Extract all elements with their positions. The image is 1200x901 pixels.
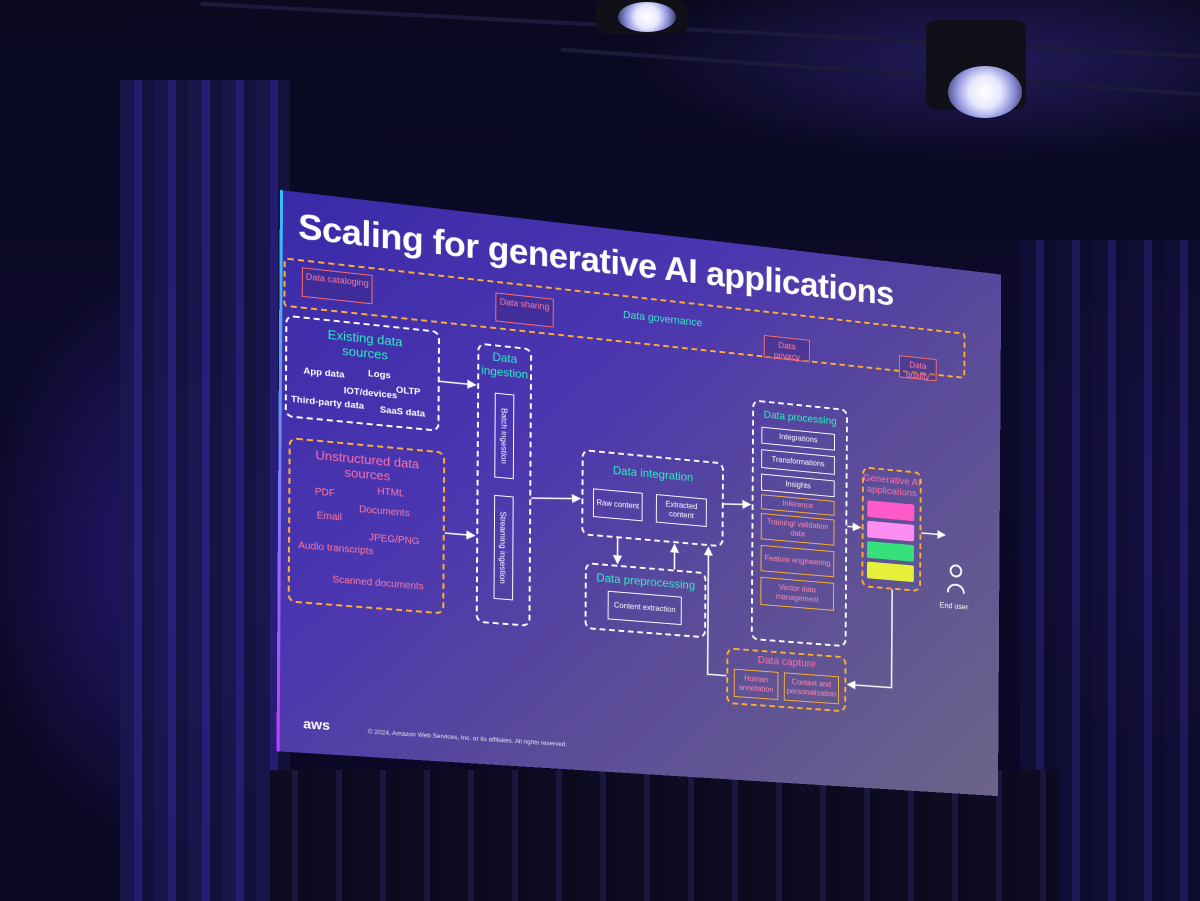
- aws-logo: aws: [303, 715, 331, 733]
- projection-screen: Scaling for generative AI applications D…: [277, 190, 1002, 796]
- stage-light-left: [618, 2, 676, 32]
- slide: Scaling for generative AI applications D…: [277, 190, 1002, 796]
- curtain-left: [120, 80, 290, 901]
- stage-light-right: [948, 66, 1022, 118]
- flow-arrows: [277, 190, 1002, 796]
